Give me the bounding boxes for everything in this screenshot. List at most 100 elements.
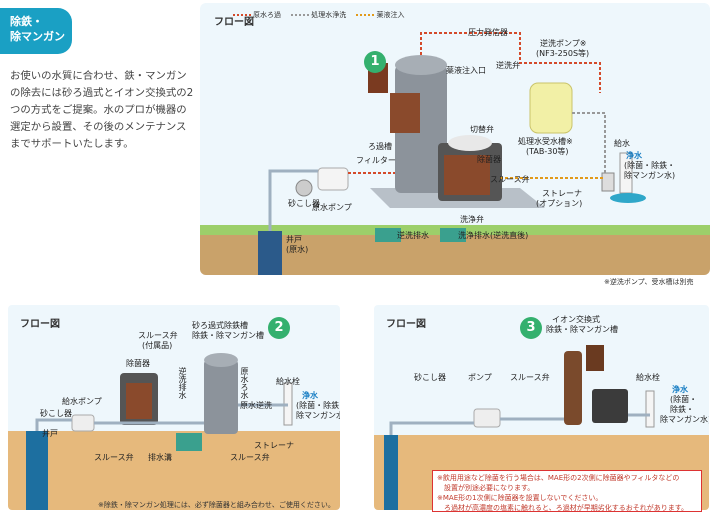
label2-strainer: ストレーナ <box>254 441 294 450</box>
well-shaft <box>258 231 282 275</box>
panel2-note: ※除鉄・除マンガン処理には、必ず除菌器と組み合わせ、ご使用ください。 <box>98 501 335 509</box>
backwash-tank <box>529 82 573 134</box>
ground-soil-2 <box>8 431 340 510</box>
label3-clean-sub: (除菌・ <box>670 395 698 404</box>
wash-drain-box <box>440 228 466 242</box>
treated-flow-line <box>420 32 601 93</box>
label-pressure-generator: 圧力発信器 <box>468 28 508 37</box>
legend-item-wash: 処理水浄洗 <box>291 10 346 20</box>
label-sluice-valve: スルース弁 <box>490 175 530 184</box>
label-pump-title: 逆洗ポンプ※ <box>540 39 587 48</box>
section-tag: 除鉄・ 除マンガン <box>0 8 72 54</box>
intro-text: お使いの水質に合わせ、鉄・マンガンの除去には砂ろ過式とイオン交換式の2つの方式を… <box>10 70 194 150</box>
label2-well: 井戸 <box>42 429 58 438</box>
label-clean-sub: (除菌・除鉄・ <box>624 161 676 170</box>
label-sand-filter: 砂こし器 <box>288 199 320 208</box>
backwash-drain-box <box>375 228 401 242</box>
faucet-basin <box>610 193 646 203</box>
faucet-post <box>619 152 633 194</box>
ion-control-box <box>586 345 604 371</box>
label2-water-supply: 給水栓 <box>276 377 300 386</box>
label-strainer: ストレーナ <box>542 189 582 198</box>
sterilizer-top <box>448 135 492 151</box>
label-raw-water: (原水) <box>286 245 309 254</box>
caution-line-1: ※飲用用途など除菌を行う場合は、MAE形の2次側に除菌器やフィルタなどの <box>437 474 680 482</box>
label2-sluice2: スルース弁 <box>94 453 134 462</box>
wash-flow-line <box>572 112 606 173</box>
legend: 原水ろ過 処理水浄洗 薬液注入 <box>233 10 412 20</box>
label-raw-pump: 原水ポンプ <box>312 203 352 212</box>
label2-clean-sub2: 除マンガン水) <box>296 411 340 420</box>
label3-ion-title: イオン交換式 <box>552 315 600 324</box>
label-tank-model: (TAB-30等) <box>526 147 569 156</box>
label2-sluice-sub: (付属品) <box>142 341 173 350</box>
label2-sand-filter: 砂こし器 <box>40 409 72 418</box>
filter-tank-top <box>395 55 447 75</box>
legend-item-chem: 薬液注入 <box>356 10 404 20</box>
panel2-number: 2 <box>268 317 290 339</box>
label3-pump: ポンプ <box>468 373 492 382</box>
label2-clean-sub: (除菌・除鉄・ <box>296 401 340 410</box>
label-wash-valve: 洗浄弁 <box>460 215 484 224</box>
label3-sand-filter: 砂こし器 <box>414 373 446 382</box>
label2-drain-trench: 排水溝 <box>148 453 172 462</box>
label3-ion-title2: 除鉄・除マンガン槽 <box>546 325 618 334</box>
label2-sluice: スルース弁 <box>138 331 178 340</box>
label3-clean-sub2: 除鉄・ <box>670 405 694 414</box>
label-option: (オプション) <box>536 199 583 208</box>
section-tag-line2: 除マンガン <box>10 30 65 43</box>
panel1-title: フロー図 <box>214 17 254 28</box>
sand-filter <box>295 179 313 197</box>
pipe-2a <box>35 418 72 431</box>
panel1-note: ※逆洗ポンプ、受水槽は別売 <box>604 278 694 286</box>
raw-pipe <box>268 169 318 231</box>
caution-line-2: 設置が別途必要になります。 <box>437 484 535 492</box>
caution-line-3: ※MAE形の1次側に除菌器を設置しないでください。 <box>437 494 603 502</box>
label2-clean-water: 浄水 <box>302 391 318 400</box>
raw-pump <box>317 167 349 191</box>
label-filter-tank: ろ過槽 <box>368 142 392 151</box>
label2-sterilizer: 除菌器 <box>126 359 150 368</box>
label-pump-model: (NF3-250S等) <box>536 49 590 58</box>
pipe-3a <box>389 421 474 435</box>
label-filter: フィルター <box>356 156 396 165</box>
panel2-drawing <box>8 353 340 510</box>
label3-sluice: スルース弁 <box>510 373 550 382</box>
filter-tank-window <box>390 93 420 133</box>
label-tank-title: 処理水受水槽※ <box>518 137 573 146</box>
label-water-supply: 給水 <box>614 139 630 148</box>
panel3-number: 3 <box>520 317 542 339</box>
label-clean-sub2: 除マンガン水) <box>624 171 676 180</box>
label-clean-water: 浄水 <box>626 151 642 160</box>
label-sterilizer: 除菌器 <box>477 155 501 164</box>
label3-water-supply: 給水栓 <box>636 373 660 382</box>
faucet-post-3 <box>645 390 655 428</box>
water-pump-2 <box>71 414 95 432</box>
panel2-title: フロー図 <box>20 319 60 330</box>
ion-tank-box <box>592 389 628 423</box>
sand-tank-2-top <box>204 353 238 367</box>
strainer <box>601 172 615 192</box>
label-well: 井戸 <box>286 235 302 244</box>
label3-clean-sub3: 除マンガン水) <box>660 415 709 424</box>
label2-sand-tank2: 除鉄・除マンガン槽 <box>192 331 264 340</box>
caution-box: ※飲用用途など除菌を行う場合は、MAE形の2次側に除菌器やフィルタなどの 設置が… <box>432 470 702 512</box>
label2-water-pump: 給水ポンプ <box>62 397 102 406</box>
sterilizer-2-window <box>126 383 152 419</box>
label2-raw-backwash: 原水逆洗 <box>240 401 272 410</box>
label-backwash-drain: 逆洗排水 <box>397 231 429 240</box>
pump-3 <box>473 408 501 428</box>
label2-backwash-drain: 逆洗排水 <box>178 367 187 399</box>
label2-sand-tank: 砂ろ過式除鉄槽 <box>192 321 248 330</box>
panel1-drawing <box>200 32 710 275</box>
label-chemical-inlet: 薬液注入口 <box>446 66 486 75</box>
label2-raw-water: 原水ろ水 <box>240 367 249 399</box>
well-shaft-3 <box>384 435 398 510</box>
sand-tank-2 <box>204 360 238 434</box>
caution-line-4: ろ過材が高濃度の塩素に触れると、ろ過材が早期劣化するおそれがあります。 <box>437 504 689 512</box>
label3-clean-water: 浄水 <box>672 385 688 394</box>
panel3-title: フロー図 <box>386 319 426 330</box>
section-tag-line1: 除鉄・ <box>10 15 43 28</box>
drain-trench-2 <box>176 433 202 451</box>
ion-tank <box>564 351 582 425</box>
